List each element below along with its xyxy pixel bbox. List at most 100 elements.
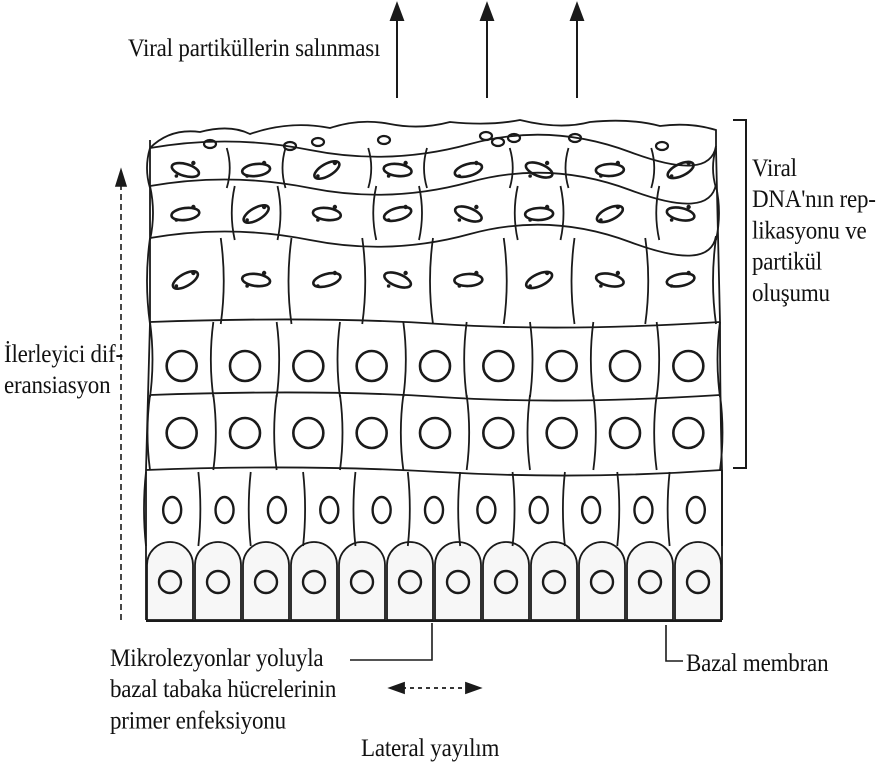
cell-nucleus — [483, 418, 513, 448]
viral-particle — [403, 271, 407, 275]
viral-particle — [403, 161, 407, 165]
viral-particle — [316, 174, 320, 178]
cell-nucleus — [634, 497, 652, 523]
viral-particle — [686, 205, 690, 209]
cell-wall — [510, 148, 513, 188]
viral-particle — [545, 271, 549, 275]
viral-particle — [387, 218, 391, 222]
replication-label-line: Viral — [752, 152, 876, 183]
viral-particle — [458, 284, 462, 288]
viral-particle — [474, 205, 478, 209]
cell-wall — [593, 395, 596, 470]
cell-wall — [467, 395, 470, 470]
cell-nucleus — [312, 158, 342, 182]
cell-wall — [249, 472, 251, 546]
viral-particle — [670, 284, 674, 288]
viral-particle — [616, 205, 620, 209]
viral-particle — [545, 205, 549, 209]
differentiation-label-line: İlerleyici dif- — [4, 338, 123, 369]
cell-nucleus — [293, 351, 323, 381]
cell-wall — [340, 395, 343, 470]
differentiation-label: İlerleyici dif- eransiasyon — [4, 338, 123, 401]
cell-wall — [211, 322, 214, 397]
cell-wall — [213, 395, 216, 470]
viral-particle — [312, 138, 324, 146]
cell-wall — [303, 472, 305, 546]
cell-nucleus — [320, 497, 338, 523]
superficial-cell-edge — [150, 120, 716, 148]
viral-particle — [175, 218, 179, 222]
cell-wall — [713, 238, 716, 324]
cell-wall — [198, 472, 200, 546]
epithelium-cells — [144, 120, 723, 620]
cell-nucleus — [373, 497, 391, 523]
viral-particle — [191, 161, 195, 165]
viral-particle — [599, 284, 603, 288]
cell-wall — [528, 395, 531, 470]
cell-wall — [572, 238, 575, 324]
cell-wall — [464, 322, 467, 397]
viral-particle — [333, 161, 337, 165]
cell-nucleus — [167, 418, 197, 448]
cell-wall — [530, 322, 533, 397]
basal-cell — [531, 542, 577, 620]
cell-wall — [561, 186, 564, 240]
basal-cell — [675, 542, 721, 620]
cell-nucleus — [673, 351, 703, 381]
viral-particle — [545, 161, 549, 165]
cell-wall — [403, 322, 406, 397]
cell-nucleus — [167, 351, 197, 381]
viral-particle — [316, 284, 320, 288]
replication-label-line: partikül — [752, 246, 876, 277]
epithelium-edge — [146, 148, 150, 620]
cell-nucleus — [477, 497, 495, 523]
basal-cell — [195, 542, 241, 620]
cell-wall — [368, 148, 371, 188]
cell-nucleus — [425, 497, 443, 523]
basal-cell — [147, 542, 193, 620]
cell-wall — [657, 322, 660, 397]
cell-wall — [408, 472, 410, 546]
cell-nucleus — [610, 351, 640, 381]
cell-nucleus — [530, 497, 548, 523]
infection-label-line: primer enfeksiyonu — [110, 705, 336, 736]
viral-particle — [245, 284, 249, 288]
cell-wall — [515, 186, 518, 240]
cell-wall — [283, 148, 286, 188]
cell-wall — [458, 472, 460, 546]
infection-label-line: Mikrolezyonlar yoluyla — [110, 642, 336, 673]
viral-particle — [474, 161, 478, 165]
viral-particle — [191, 271, 195, 275]
viral-particle — [262, 161, 266, 165]
viral-particle — [403, 205, 407, 209]
cell-layer-border — [146, 467, 722, 475]
infection-label-line: bazal tabaka hücrelerinin — [110, 673, 336, 704]
cell-nucleus — [163, 497, 181, 523]
release-arrow-head — [481, 4, 493, 20]
viral-particle — [480, 132, 492, 140]
viral-particle — [175, 284, 179, 288]
cell-nucleus — [241, 202, 271, 226]
viral-particle — [474, 271, 478, 275]
viral-particle — [333, 271, 337, 275]
cell-nucleus — [524, 269, 554, 292]
infection-label: Mikrolezyonlar yoluyla bazal tabaka hücr… — [110, 642, 336, 736]
cell-wall — [289, 238, 292, 324]
viral-particle — [686, 271, 690, 275]
cell-wall — [656, 186, 659, 240]
cell-nucleus — [170, 268, 200, 292]
cell-layer-border — [150, 392, 720, 400]
cell-wall — [277, 322, 280, 397]
cell-wall — [419, 186, 422, 240]
viral-particle — [175, 174, 179, 178]
cell-wall — [566, 148, 569, 188]
cell-nucleus — [420, 418, 450, 448]
lateral-spread-arrow — [390, 683, 480, 693]
cell-wall — [668, 472, 670, 546]
viral-particle — [262, 205, 266, 209]
replication-label-line: DNA'nın rep- — [752, 183, 876, 214]
cell-nucleus — [665, 159, 695, 182]
cell-nucleus — [420, 351, 450, 381]
basal-cell — [339, 542, 385, 620]
viral-particle — [670, 218, 674, 222]
